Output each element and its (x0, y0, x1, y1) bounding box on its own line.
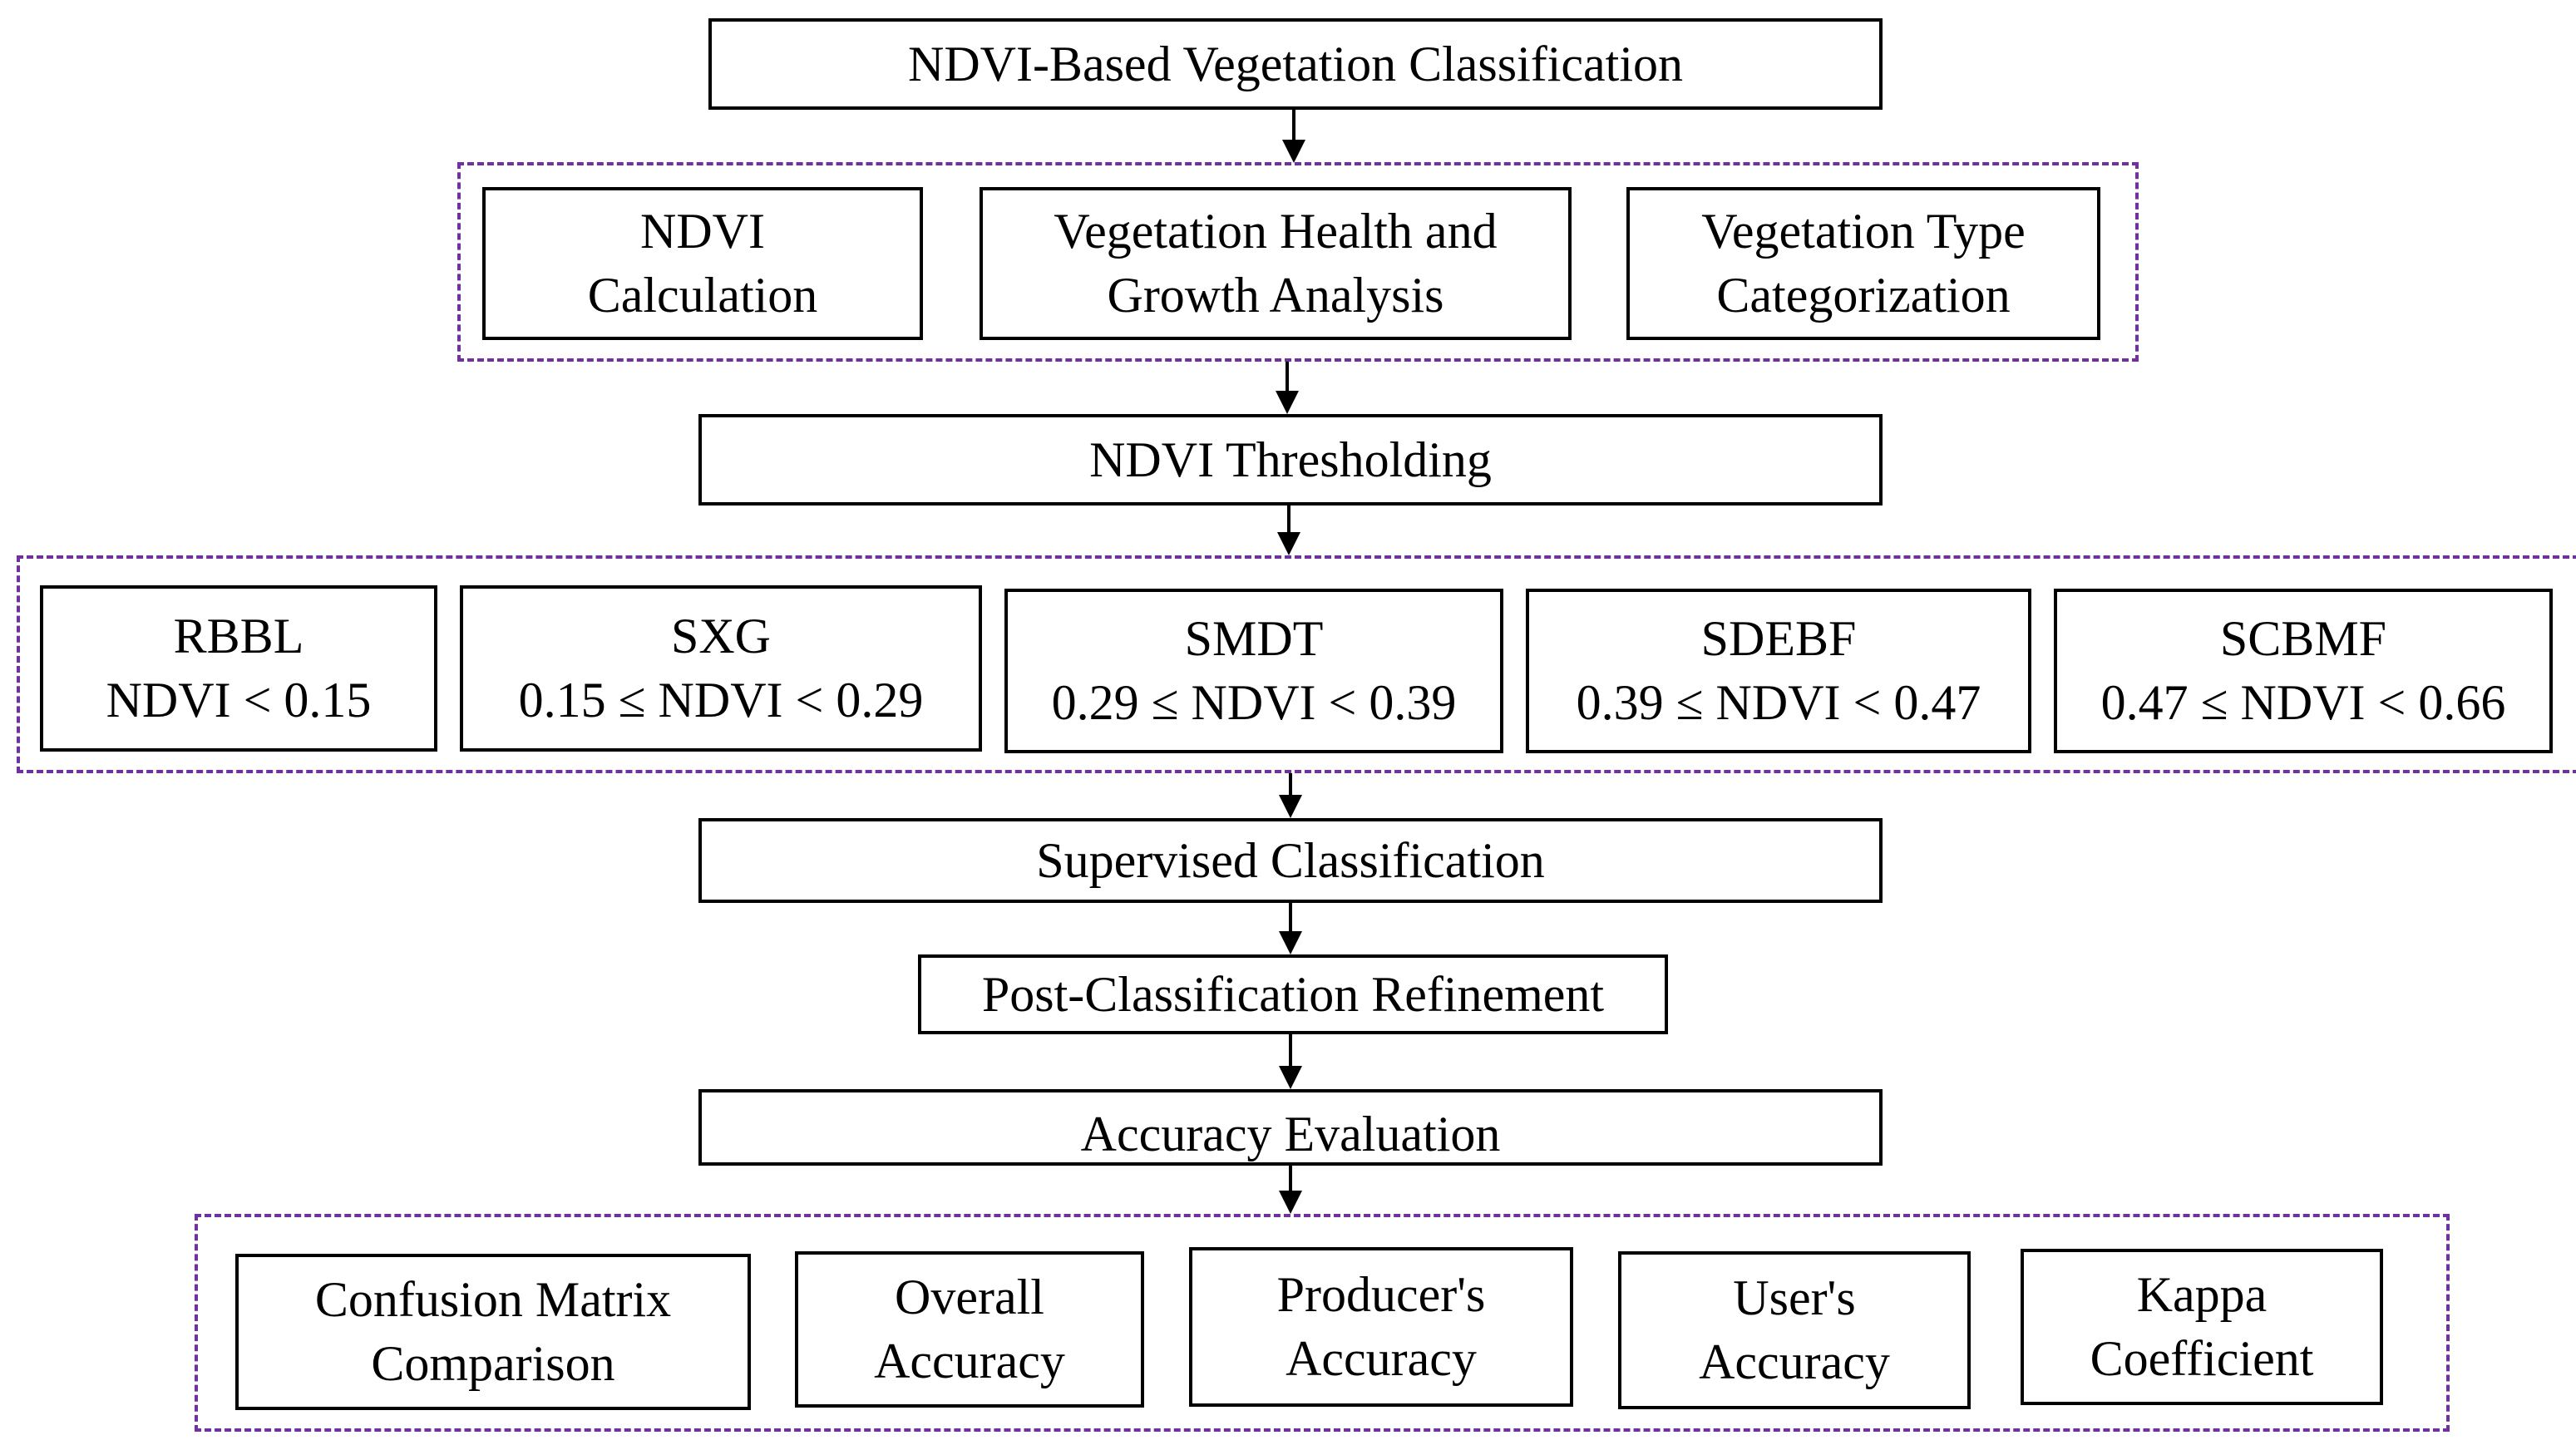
supervised-classification-box: Supervised Classification (698, 818, 1883, 903)
class-box-smdt: SMDT 0.29 ≤ NDVI < 0.39 (1004, 589, 1503, 753)
users-accuracy-line-2: Accuracy (1699, 1334, 1890, 1389)
class-name-rbbl: RBBL (173, 609, 304, 664)
vegetation-health-box: Vegetation Health and Growth Analysis (980, 187, 1572, 340)
class-group (17, 555, 2576, 773)
ndvi-calculation-line-1: NDVI (640, 204, 765, 259)
thresholding-box: NDVI Thresholding (698, 414, 1883, 506)
ndvi-calculation-box: NDVI Calculation (482, 187, 923, 340)
ndvi-calculation-line-2: Calculation (587, 268, 818, 323)
producers-accuracy-line-1: Producer's (1276, 1267, 1486, 1323)
thresholding-text: NDVI Thresholding (1089, 432, 1492, 487)
producers-accuracy-line-2: Accuracy (1286, 1331, 1477, 1386)
class-name-sdebf: SDEBF (1700, 611, 1857, 667)
users-accuracy-line-1: User's (1733, 1270, 1856, 1326)
accuracy-evaluation-box: Accuracy Evaluation (698, 1089, 1883, 1166)
class-box-sxg: SXG 0.15 ≤ NDVI < 0.29 (460, 585, 982, 752)
class-range-smdt: 0.29 ≤ NDVI < 0.39 (1051, 675, 1457, 730)
title-text: NDVI-Based Vegetation Classification (907, 36, 1684, 91)
class-range-sxg: 0.15 ≤ NDVI < 0.29 (518, 673, 924, 727)
kappa-coefficient-line-2: Coefficient (2090, 1331, 2314, 1386)
title-box: NDVI-Based Vegetation Classification (708, 18, 1883, 110)
vegetation-type-box: Vegetation Type Categorization (1626, 187, 2100, 340)
users-accuracy-box: User's Accuracy (1618, 1251, 1971, 1409)
class-box-scbmf: SCBMF 0.47 ≤ NDVI < 0.66 (2054, 589, 2553, 753)
class-range-rbbl: NDVI < 0.15 (106, 673, 372, 727)
class-name-smdt: SMDT (1184, 611, 1324, 667)
overall-accuracy-line-1: Overall (895, 1270, 1044, 1325)
vegetation-type-line-1: Vegetation Type (1701, 204, 2026, 259)
confusion-matrix-box: Confusion Matrix Comparison (235, 1254, 751, 1410)
refinement-box: Post-Classification Refinement (918, 954, 1668, 1034)
class-range-scbmf: 0.47 ≤ NDVI < 0.66 (2100, 675, 2506, 730)
overall-accuracy-line-2: Accuracy (874, 1334, 1065, 1388)
accuracy-evaluation-text: Accuracy Evaluation (1080, 1106, 1501, 1161)
supervised-classification-text: Supervised Classification (1036, 832, 1545, 888)
class-range-sdebf: 0.39 ≤ NDVI < 0.47 (1576, 675, 1981, 730)
vegetation-health-line-1: Vegetation Health and (1054, 204, 1498, 259)
overall-accuracy-box: Overall Accuracy (795, 1251, 1144, 1408)
refinement-text: Post-Classification Refinement (981, 966, 1605, 1022)
class-box-rbbl: RBBL NDVI < 0.15 (40, 585, 437, 752)
class-box-sdebf: SDEBF 0.39 ≤ NDVI < 0.47 (1526, 589, 2031, 753)
metrics-group (195, 1214, 2450, 1432)
class-name-sxg: SXG (670, 609, 772, 664)
kappa-coefficient-box: Kappa Coefficient (2021, 1249, 2383, 1405)
class-name-scbmf: SCBMF (2219, 611, 2387, 667)
producers-accuracy-box: Producer's Accuracy (1189, 1247, 1573, 1407)
vegetation-type-line-2: Categorization (1716, 268, 2011, 323)
confusion-matrix-line-1: Confusion Matrix (314, 1272, 672, 1328)
kappa-coefficient-line-1: Kappa (2136, 1267, 2268, 1323)
vegetation-health-line-2: Growth Analysis (1107, 268, 1444, 323)
confusion-matrix-line-2: Comparison (371, 1336, 615, 1391)
analysis-group (457, 162, 2139, 362)
